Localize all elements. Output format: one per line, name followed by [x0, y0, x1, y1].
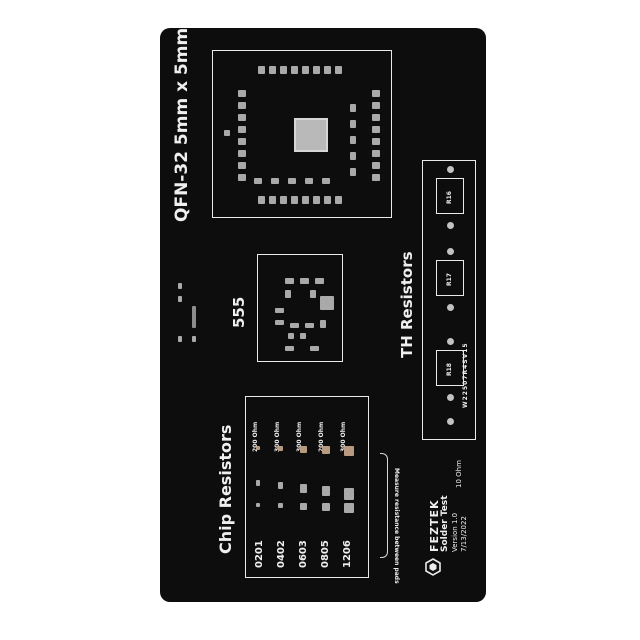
qfn-pad [238, 162, 246, 169]
th-resistor-body [436, 260, 464, 296]
th-resistor-label: R16 [446, 191, 453, 204]
ic-555-label: 555 [230, 296, 248, 328]
th-resistors-title: TH Resistors [398, 251, 416, 358]
qfn-pad [313, 196, 320, 204]
qfn-pad [372, 138, 380, 145]
qfn-pad [322, 178, 330, 184]
chip-resistors-outline [245, 396, 369, 578]
qfn-pad [372, 174, 380, 181]
qfn-pad [324, 196, 331, 204]
qfn-pad [224, 130, 230, 136]
qfn-outline [212, 50, 392, 218]
chip-size-label: 0805 [320, 540, 331, 568]
chip-resistor-pad [278, 446, 283, 451]
th-pad [447, 394, 454, 401]
qfn-chip [294, 118, 328, 152]
qfn-pad [372, 150, 380, 157]
th-resistor-body [436, 178, 464, 214]
qfn-pad [302, 66, 309, 74]
chip-resistor-pad [278, 503, 283, 508]
qfn-pad [238, 114, 246, 121]
qfn-pad [335, 196, 342, 204]
chip-resistor-pad [256, 503, 260, 507]
th-resistor-label: R17 [446, 273, 453, 286]
th-pad [447, 166, 454, 173]
measure-note: Measure resistance between pads [393, 468, 400, 584]
qfn-title: QFN-32 5mm x 5mm [172, 28, 192, 222]
qfn-pad [238, 138, 246, 145]
chip-resistor-pad [256, 446, 260, 450]
th-resistor-body [436, 350, 464, 386]
th-pad [447, 248, 454, 255]
th-pad [447, 418, 454, 425]
chip-resistor-pad [344, 488, 354, 500]
qfn-pad [313, 66, 320, 74]
qfn-pad [238, 90, 246, 97]
measure-bracket [380, 453, 388, 558]
product-name: Solder Test [440, 495, 450, 552]
qfn-pad [288, 178, 296, 184]
chip-resistor-pad [300, 503, 307, 510]
qfn-pad [350, 104, 356, 112]
chip-resistor-pad [322, 446, 330, 454]
qfn-pad [372, 90, 380, 97]
qfn-pad [302, 196, 309, 204]
th-pad [447, 338, 454, 345]
chip-resistor-pad [322, 486, 330, 496]
version-text: Version 1.0 [451, 512, 459, 552]
qfn-pad [269, 66, 276, 74]
chip-resistor-pad [344, 446, 354, 456]
chip-size-label: 0603 [298, 540, 309, 568]
th-serial: W22507R4SV15 [462, 342, 469, 408]
chip-resistor-pad [300, 446, 307, 453]
qfn-pad [280, 66, 287, 74]
qfn-pad [271, 178, 279, 184]
chip-resistor-pad [256, 480, 260, 486]
qfn-pad [335, 66, 342, 74]
qfn-pad [280, 196, 287, 204]
qfn-pad [305, 178, 313, 184]
chip-resistor-pad [344, 503, 354, 513]
qfn-pad [350, 168, 356, 176]
chip-resistor-pad [322, 503, 330, 511]
qfn-pad [291, 66, 298, 74]
qfn-pad [238, 126, 246, 133]
chip-size-label: 1206 [342, 540, 353, 568]
qfn-pad [238, 102, 246, 109]
chip-size-label: 0402 [276, 540, 287, 568]
chip-resistor-pad [278, 482, 283, 489]
chip-resistors-title: Chip Resistors [216, 424, 235, 554]
qfn-pad [258, 66, 265, 74]
th-resistors-outline [422, 160, 476, 440]
qfn-pad [324, 66, 331, 74]
qfn-pad [269, 196, 276, 204]
th-pad [447, 304, 454, 311]
qfn-pad [350, 152, 356, 160]
qfn-pad [372, 102, 380, 109]
qfn-pad [291, 196, 298, 204]
qfn-pad [254, 178, 262, 184]
qfn-pad [372, 126, 380, 133]
date-text: 7/13/2022 [460, 516, 468, 552]
qfn-pad [238, 174, 246, 181]
ic-555-outline [257, 254, 343, 362]
qfn-pad [372, 114, 380, 121]
qfn-pad [238, 150, 246, 157]
feztek-logo-icon [424, 558, 442, 576]
th-pad [447, 222, 454, 229]
chip-resistor-pad [300, 484, 307, 493]
qfn-pad [350, 120, 356, 128]
qfn-pad [350, 136, 356, 144]
th-resistor-label: R18 [446, 363, 453, 376]
chip-size-label: 0201 [254, 540, 265, 568]
qfn-pad [372, 162, 380, 169]
qfn-pad [258, 196, 265, 204]
th-value: 10 Ohm [455, 460, 463, 488]
